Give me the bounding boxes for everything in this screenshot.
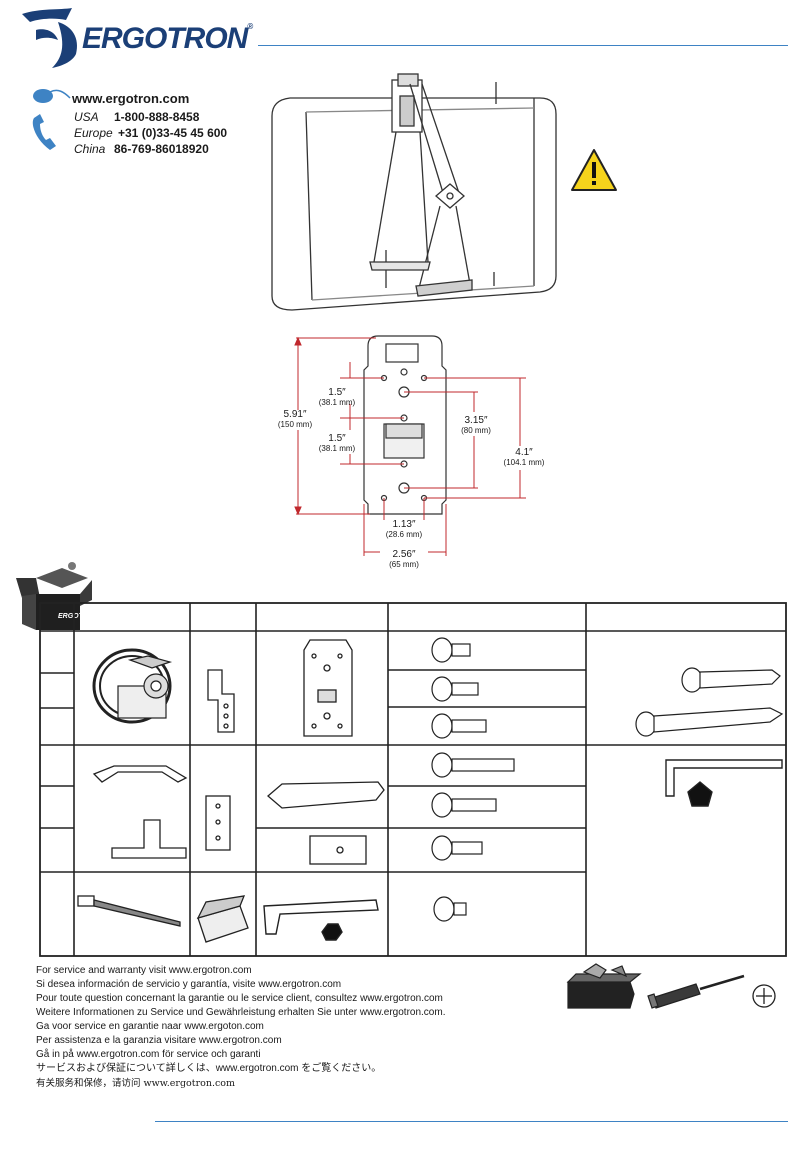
phillips-head-icon [752,984,776,1008]
footer-line-de: Weitere Informationen zu Service und Gew… [36,1007,446,1018]
phone-icon [32,114,56,150]
strap-buckle-icon [267,781,385,865]
screwdriver-icon [647,974,745,1009]
dim-1-5-lower: 1.5″(38.1 mm) [318,433,356,454]
header-rule [258,45,788,46]
pad-icon [196,895,249,943]
phone-europe: Europe+31 (0)33-45 45 600 [74,126,228,140]
dim-1-13: 1.13″(28.6 mm) [380,520,428,540]
footer-line-en: For service and warranty visit www.ergot… [36,965,252,976]
dim-5-91: 5.91″(150 mm) [270,410,320,430]
footer-line-zh: 有关服务和保修，请访问 www.ergotron.com [36,1078,236,1089]
box-label: ERGOTRON [58,613,99,620]
hex-key-large-icon [665,759,783,807]
dim-4-1: 4.1″(104.1 mm) [496,448,552,468]
footer-line-it: Per assistenza e la garanzia visitare ww… [36,1035,282,1046]
warning-triangle-icon [571,149,617,191]
dim-1-5-upper: 1.5″(38.1 mm) [318,387,356,408]
wall-plate-icon [303,639,353,737]
cable-reel-icon [92,648,173,724]
footer-rule [155,1121,788,1122]
toolbox-icon [566,963,642,1009]
hex-key-small-icon [263,899,379,941]
wood-screw-icon [635,667,784,737]
footer-line-ja: サービスおよび保証について詳しくは、www.ergotron.com をご覧くだ… [36,1063,382,1074]
mouse-icon [33,89,71,103]
dim-2-56: 2.56″(65 mm) [380,550,428,570]
dim-3-15: 3.15″(80 mm) [452,416,500,436]
hex-screw-small-icon [431,637,515,922]
footer-line-sv: Gå in på www.ergotron.com för service oc… [36,1049,261,1060]
brand-logo-text: ERGOTRON® [82,22,253,55]
footer-line-es: Si desea información de servicio y garan… [36,979,342,990]
u-bracket-icon [92,765,188,859]
z-bracket-icon [207,669,235,733]
website-link[interactable]: www.ergotron.com [72,91,190,106]
cable-tie-icon [77,895,181,927]
footer-line-fr: Pour toute question concernant la garant… [36,993,443,1004]
footer-line-nl: Ga voor service en garantie naar www.erg… [36,1021,264,1032]
small-plate-icon [205,795,231,851]
